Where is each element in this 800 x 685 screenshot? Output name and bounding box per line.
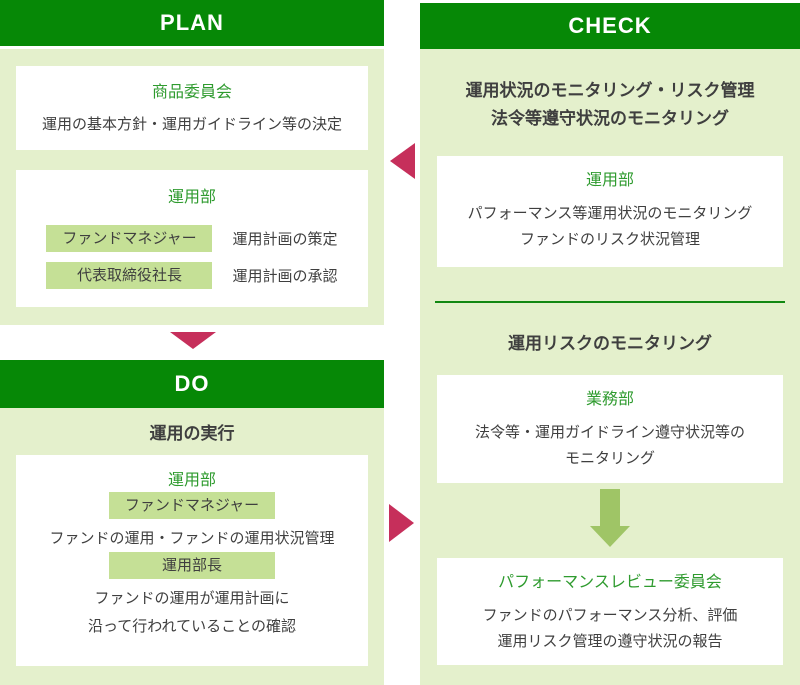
do-investment-dept-title: 運用部 — [167, 472, 216, 489]
plan-role-row: ファンドマネジャー 運用計画の策定 — [16, 225, 368, 252]
plan-header: PLAN — [0, 0, 384, 46]
performance-review-desc-line2: 運用リスク管理の遵守状況の報告 — [497, 633, 723, 650]
plan-to-do-arrow-icon — [170, 332, 216, 349]
do-dept-head-desc: ファンドの運用が運用計画に 沿って行われていることの確認 — [16, 585, 368, 641]
president-badge: 代表取締役社長 — [46, 262, 213, 289]
plan-role-row: 代表取締役社長 運用計画の承認 — [16, 262, 368, 289]
check-section-divider — [435, 301, 785, 303]
check-risk-subtitle: 運用リスクのモニタリング — [508, 334, 712, 353]
green-arrow-stem — [600, 489, 620, 526]
do-dept-head-desc-line1: ファンドの運用が運用計画に — [94, 590, 290, 607]
performance-review-committee-desc: ファンドのパフォーマンス分析、評価 運用リスク管理の遵守状況の報告 — [437, 603, 783, 655]
do-to-check-arrow-icon — [389, 504, 414, 542]
check-header: CHECK — [420, 3, 800, 49]
operations-dept-title: 業務部 — [585, 391, 634, 408]
president-desc: 運用計画の承認 — [232, 268, 338, 285]
check-to-plan-arrow-icon — [390, 143, 415, 179]
operations-dept-box: 業務部 法令等・運用ガイドライン遵守状況等の モニタリング — [437, 375, 783, 483]
performance-review-committee-box: パフォーマンスレビュー委員会 ファンドのパフォーマンス分析、評価 運用リスク管理… — [437, 558, 783, 665]
check-investment-dept-box: 運用部 パフォーマンス等運用状況のモニタリング ファンドのリスク状況管理 — [437, 156, 783, 267]
check-investment-dept-desc-line1: パフォーマンス等運用状況のモニタリング — [467, 205, 753, 222]
check-title-line1: 運用状況のモニタリング・リスク管理 — [465, 81, 755, 100]
green-down-arrow-icon — [590, 489, 630, 547]
plan-panel: 商品委員会 運用の基本方針・運用ガイドライン等の決定 運用部 ファンドマネジャー… — [0, 49, 384, 325]
check-header-label: CHECK — [568, 13, 652, 38]
fund-manager-desc: 運用計画の策定 — [232, 231, 338, 248]
do-investment-dept-box: 運用部 ファンドマネジャー ファンドの運用・ファンドの運用状況管理 運用部長 フ… — [16, 455, 368, 666]
operations-dept-desc-line2: モニタリング — [564, 450, 655, 467]
product-committee-title: 商品委員会 — [151, 84, 232, 101]
do-fund-manager-badge: ファンドマネジャー — [109, 492, 275, 519]
do-panel: 運用の実行 運用部 ファンドマネジャー ファンドの運用・ファンドの運用状況管理 … — [0, 408, 384, 685]
plan-investment-dept-box: 運用部 ファンドマネジャー 運用計画の策定 代表取締役社長 運用計画の承認 — [16, 170, 368, 307]
product-committee-box: 商品委員会 運用の基本方針・運用ガイドライン等の決定 — [16, 66, 368, 150]
check-title: 運用状況のモニタリング・リスク管理 法令等遵守状況のモニタリング — [420, 77, 800, 133]
do-subtitle: 運用の実行 — [149, 424, 235, 443]
check-investment-dept-desc-line2: ファンドのリスク状況管理 — [519, 231, 700, 248]
check-panel: 運用状況のモニタリング・リスク管理 法令等遵守状況のモニタリング 運用部 パフォ… — [420, 49, 800, 685]
do-dept-head-badge: 運用部長 — [109, 552, 275, 579]
green-arrow-head — [590, 526, 630, 547]
do-header-label: DO — [174, 371, 210, 396]
performance-review-committee-title: パフォーマンスレビュー委員会 — [498, 574, 722, 591]
fund-manager-badge: ファンドマネジャー — [46, 225, 213, 252]
check-investment-dept-desc: パフォーマンス等運用状況のモニタリング ファンドのリスク状況管理 — [437, 201, 783, 253]
do-fund-manager-desc: ファンドの運用・ファンドの運用状況管理 — [49, 530, 335, 547]
product-committee-desc: 運用の基本方針・運用ガイドライン等の決定 — [41, 116, 342, 133]
operations-dept-desc: 法令等・運用ガイドライン遵守状況等の モニタリング — [437, 420, 783, 472]
plan-investment-dept-title: 運用部 — [167, 189, 216, 206]
plan-header-label: PLAN — [160, 10, 224, 35]
check-title-line2: 法令等遵守状況のモニタリング — [491, 109, 729, 128]
do-dept-head-desc-line2: 沿って行われていることの確認 — [88, 618, 296, 635]
do-header: DO — [0, 360, 384, 408]
operations-dept-desc-line1: 法令等・運用ガイドライン遵守状況等の — [474, 424, 745, 441]
performance-review-desc-line1: ファンドのパフォーマンス分析、評価 — [482, 607, 738, 624]
check-investment-dept-title: 運用部 — [585, 172, 634, 189]
